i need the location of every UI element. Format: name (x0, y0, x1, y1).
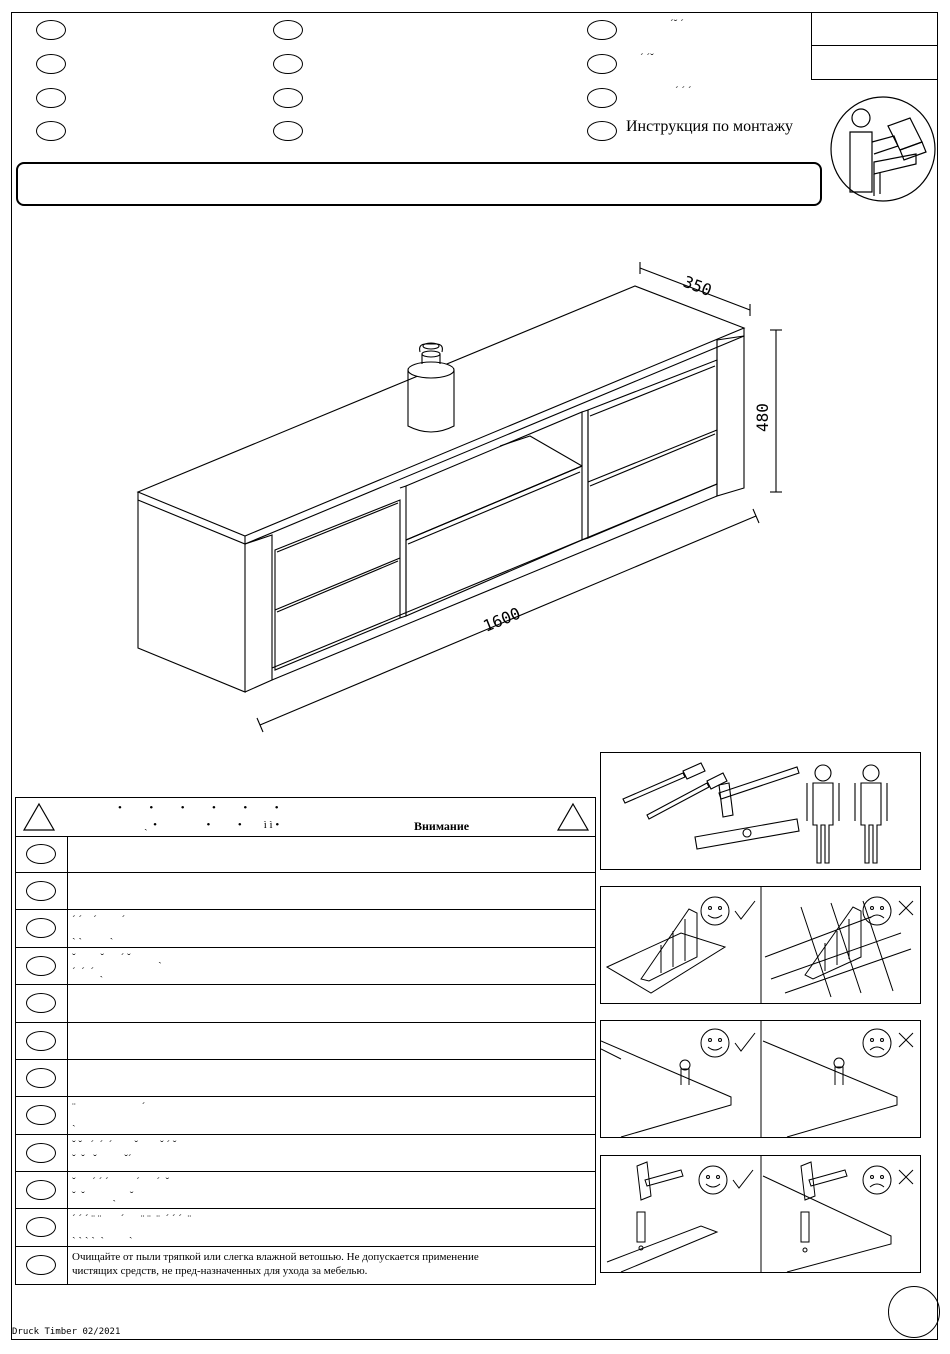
lang-oval (587, 88, 617, 108)
warning-row (16, 836, 595, 873)
lang-oval (36, 54, 66, 74)
lang-oval (26, 1031, 56, 1051)
warning-row: Очищайте от пыли тряпкой или слегка влаж… (16, 1247, 595, 1284)
tools-panel (600, 752, 921, 870)
tools-illustration (622, 762, 888, 864)
lang-oval (587, 54, 617, 74)
lang-mark: ˊ ˊˇ (640, 52, 654, 64)
warning-row (16, 873, 595, 910)
lang-oval (26, 1105, 56, 1125)
cam-lock-panel (600, 1020, 921, 1138)
lang-oval (273, 88, 303, 108)
warning-text: ˊ ˊ ˊ ¨ ¨ ˊ ¨ ¨ ¨ ˊ ˊ ˊ ¨ˏ ˏ ˏ ˏ ˏ ˏ (72, 1213, 192, 1239)
lang-oval (26, 881, 56, 901)
warning-label: Внимание (414, 819, 470, 833)
page-number-circle (888, 1286, 940, 1338)
lang-oval (26, 918, 56, 938)
width-dimension: 1600 (480, 604, 523, 636)
print-info: Druck Timber 02/2021 (12, 1327, 121, 1337)
warning-row: ˊ ˊ ˊ ¨ ¨ ˊ ¨ ¨ ¨ ˊ ˊ ˊ ¨ˏ ˏ ˏ ˏ ˏ ˏ (16, 1209, 595, 1247)
lang-oval (26, 1180, 56, 1200)
person-icon (862, 764, 880, 782)
person-icon (814, 764, 832, 782)
instruction-title: Инструкция по монтажу (626, 118, 794, 135)
warnings-header: • • • • • • ˏ • • • ì ì • Внимание (16, 798, 595, 837)
product-title-bar (16, 162, 822, 206)
lang-oval (26, 1255, 56, 1275)
article-code-box (811, 12, 938, 80)
lang-mark: ˊ ˊ ˊ (675, 85, 692, 97)
tv-stand-drawing: 350 480 1600 (136, 262, 782, 733)
cleaning-text: Очищайте от пыли тряпкой или слегка влаж… (72, 1251, 479, 1277)
lang-oval (26, 1068, 56, 1088)
lang-oval (587, 121, 617, 141)
lang-oval (36, 121, 66, 141)
level-icon (694, 818, 800, 850)
lang-oval (26, 1217, 56, 1237)
depth-dimension: 350 (681, 272, 715, 300)
warning-triangle-icon (556, 802, 590, 831)
warnings-table: • • • • • • ˏ • • • ì ì • Внимание ˊ ˊ ˊ… (15, 797, 596, 1285)
cam-lock-illustration (600, 1021, 914, 1138)
warning-row (16, 1060, 595, 1097)
lang-oval (587, 20, 617, 40)
screwdriver-icon (622, 772, 686, 804)
lang-oval (26, 956, 56, 976)
hammer-icon (718, 766, 800, 800)
dowel-illustration (606, 1156, 914, 1273)
lang-oval (36, 20, 66, 40)
warning-row (16, 1023, 595, 1060)
lang-oval (273, 121, 303, 141)
height-dimension: 480 (753, 403, 772, 432)
lang-oval (273, 20, 303, 40)
warning-row (16, 985, 595, 1023)
lang-mark: ˊˇ ˊ (670, 18, 684, 30)
page-frame (11, 12, 938, 1340)
lang-oval (26, 844, 56, 864)
dowel-panel (600, 1155, 921, 1273)
floor-illustration (605, 887, 914, 1003)
warning-triangle-icon (22, 802, 56, 831)
lang-oval (26, 1143, 56, 1163)
lang-oval (26, 993, 56, 1013)
screwdriver-icon (646, 782, 710, 820)
lang-oval (273, 54, 303, 74)
lang-oval (36, 88, 66, 108)
header-dots: • • • • • • (118, 802, 279, 814)
read-manual-icon (830, 96, 936, 202)
header-dots: ˏ • • • ì ì • (144, 819, 280, 831)
floor-placement-panel (600, 886, 921, 1004)
